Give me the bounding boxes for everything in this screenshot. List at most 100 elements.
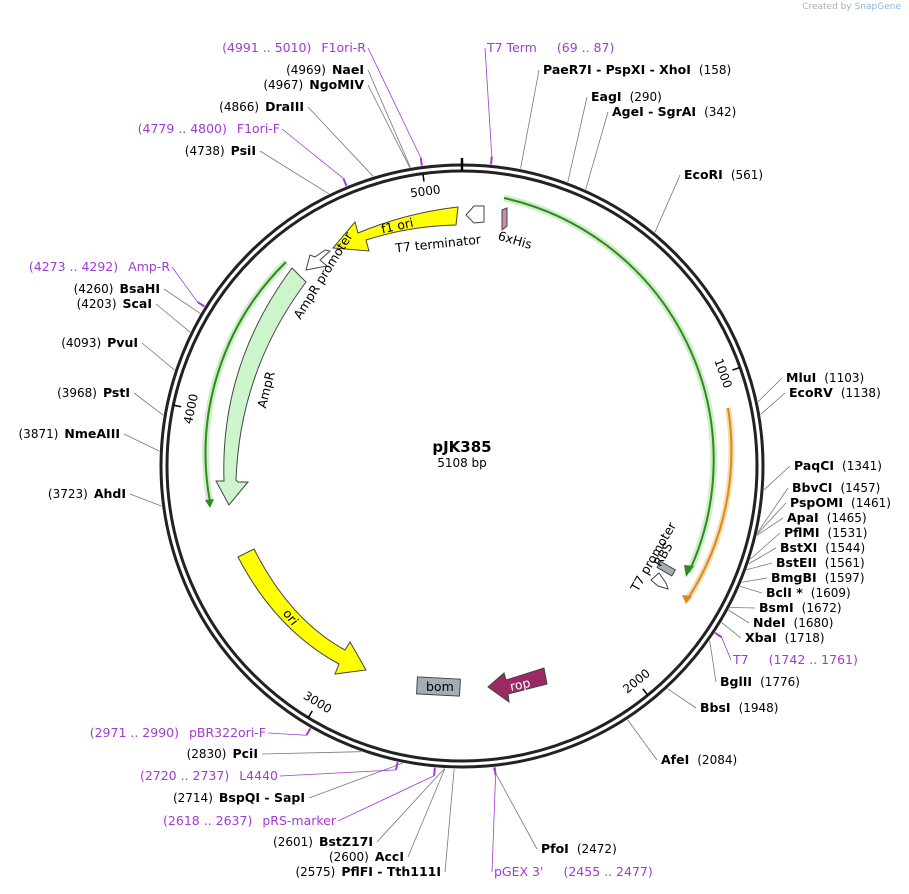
site-leader-line	[259, 150, 330, 195]
bp-tick-3000	[307, 710, 313, 719]
primer-mark	[433, 767, 436, 776]
t7-terminator-arrow	[465, 205, 485, 224]
primer-mark	[305, 727, 312, 736]
restriction-site-label[interactable]: BsmI(1672)	[759, 600, 842, 615]
restriction-site-label[interactable]: BglII(1776)	[720, 674, 800, 689]
restriction-site-label[interactable]: EagI(290)	[591, 89, 662, 104]
primer-mark	[197, 301, 205, 308]
site-leader-line	[367, 69, 411, 168]
site-leader-line	[746, 562, 773, 571]
restriction-site-label[interactable]: PflMI(1531)	[784, 525, 867, 540]
primer-mark	[419, 157, 423, 166]
plasmid-size: 5108 bp	[437, 456, 487, 470]
t7-terminator-label: T7 terminator	[394, 231, 483, 255]
site-leader-line	[721, 622, 742, 639]
site-leader-line	[757, 487, 789, 533]
t7-promoter-arrow	[650, 572, 669, 590]
restriction-site-label[interactable]: BmgBI(1597)	[771, 570, 865, 585]
site-leader-line	[163, 288, 201, 314]
restriction-site-label[interactable]: AfeI(2084)	[661, 752, 737, 767]
primer-label[interactable]: pGEX 3'(2455 .. 2477)	[494, 864, 653, 879]
primers: (4991 .. 5010)F1ori-R T7 Term(69 .. 87) (4…	[29, 40, 858, 879]
primer-label[interactable]: T7 Term(69 .. 87)	[486, 40, 614, 55]
site-leader-line	[492, 767, 538, 850]
primer-leader-line	[171, 266, 198, 303]
restriction-site-label[interactable]: (4969)NaeI	[286, 62, 364, 77]
primer-mark	[490, 156, 493, 165]
primer-label[interactable]: (4273 .. 4292)Amp-R	[29, 259, 170, 274]
restriction-site-label[interactable]: (4866)DraIII	[219, 99, 304, 114]
restriction-site-label[interactable]: (4203)ScaI	[77, 296, 152, 311]
primer-leader-line	[367, 47, 422, 158]
restriction-site-label[interactable]: PaqCI(1341)	[794, 458, 882, 473]
site-leader-line	[757, 377, 783, 402]
site-leader-line	[407, 768, 446, 858]
site-leader-line	[567, 96, 588, 183]
restriction-site-label[interactable]: (2830)PciI	[187, 746, 258, 761]
restriction-site-label[interactable]: (4260)BsaHI	[74, 281, 160, 296]
orf-arc-left-line	[204, 261, 287, 503]
primer-label[interactable]: (2971 .. 2990)pBR322ori-F	[90, 725, 266, 740]
site-leader-line	[750, 532, 781, 560]
bp-tick-label: 5000	[409, 182, 441, 200]
restriction-site-label[interactable]: PspOMI(1461)	[790, 495, 891, 510]
restriction-site-label[interactable]: (2600)AccI	[329, 849, 404, 864]
primer-leader-line	[484, 47, 493, 157]
restriction-site-label[interactable]: MluI(1103)	[786, 370, 864, 385]
restriction-site-label[interactable]: (3871)NmeAIII	[19, 426, 121, 441]
site-leader-line	[133, 392, 164, 416]
primer-label[interactable]: (2618 .. 2637)pRS-marker	[163, 813, 337, 828]
restriction-site-label[interactable]: (4093)PvuI	[61, 335, 138, 350]
his-tag-arrow	[501, 207, 508, 232]
bp-tick-label: 2000	[620, 666, 653, 696]
site-leader-line	[627, 719, 658, 761]
bp-tick-5000	[422, 173, 425, 182]
site-leader-line	[763, 465, 791, 491]
restriction-site-label[interactable]: (4967)NgoMIV	[263, 77, 364, 92]
primer-label[interactable]: (4779 .. 4800)F1ori-F	[138, 121, 280, 136]
primer-leader-line	[721, 637, 732, 661]
primer-label[interactable]: T7(1742 .. 1761)	[732, 652, 858, 667]
orf-left-arrowhead	[205, 499, 214, 508]
rop-arrow	[487, 667, 548, 704]
restriction-site-label[interactable]: NdeI(1680)	[753, 615, 833, 630]
restriction-site-label[interactable]: EcoRI(561)	[684, 167, 763, 182]
site-leader-line	[728, 609, 750, 624]
site-leader-line	[520, 69, 540, 169]
primer-mark	[342, 178, 348, 187]
primer-label[interactable]: (2720 .. 2737)L4440	[140, 768, 278, 783]
restriction-site-label[interactable]: XbaI(1718)	[745, 630, 825, 645]
restriction-site-label[interactable]: (4738)PsiI	[185, 143, 256, 158]
bp-tick-4000	[173, 404, 182, 408]
bp-tick-label: 4000	[181, 392, 201, 425]
site-leader-line	[367, 84, 411, 168]
orf-arc-right	[503, 194, 718, 574]
restriction-site-label[interactable]: AgeI - SgrAI(342)	[612, 104, 736, 119]
restriction-site-label[interactable]: (2601)BstZ17I	[273, 834, 373, 849]
restriction-site-label[interactable]: BstEII(1561)	[776, 555, 865, 570]
restriction-site-label[interactable]: (2714)BspQI - SapI	[173, 790, 305, 805]
primer-label[interactable]: (4991 .. 5010)F1ori-R	[222, 40, 366, 55]
primer-leader-line	[267, 732, 307, 736]
restriction-site-label[interactable]: BstXI(1544)	[780, 540, 865, 555]
primer-mark	[714, 631, 723, 639]
bp-tick-1000	[732, 366, 741, 371]
insert-arc-line	[686, 407, 733, 601]
insert-arrowhead	[682, 595, 692, 604]
site-leader-line	[748, 547, 777, 565]
restriction-site-label[interactable]: BclI *(1609)	[766, 585, 851, 600]
restriction-site-label[interactable]: (3723)AhdI	[48, 486, 126, 501]
restriction-site-label[interactable]: (2575)PflFI - Tth111I	[295, 864, 441, 879]
restriction-site-label[interactable]: BbsI(1948)	[700, 700, 778, 715]
restriction-sites: PaeR7I - PspXI - XhoI(158) EagI(290)AgeI …	[19, 62, 891, 879]
site-leader-line	[756, 502, 787, 535]
restriction-site-label[interactable]: EcoRV(1138)	[789, 385, 881, 400]
restriction-site-label[interactable]: PaeR7I - PspXI - XhoI(158)	[543, 62, 731, 77]
restriction-site-label[interactable]: (3968)PstI	[57, 385, 130, 400]
restriction-site-label[interactable]: BbvCI(1457)	[792, 480, 880, 495]
snapgene-logo-icon: SnapGene	[854, 2, 901, 12]
restriction-site-label[interactable]: ApaI(1465)	[787, 510, 867, 525]
restriction-site-label[interactable]: PfoI(2472)	[541, 841, 617, 856]
ampr-label: AmpR	[254, 369, 278, 409]
